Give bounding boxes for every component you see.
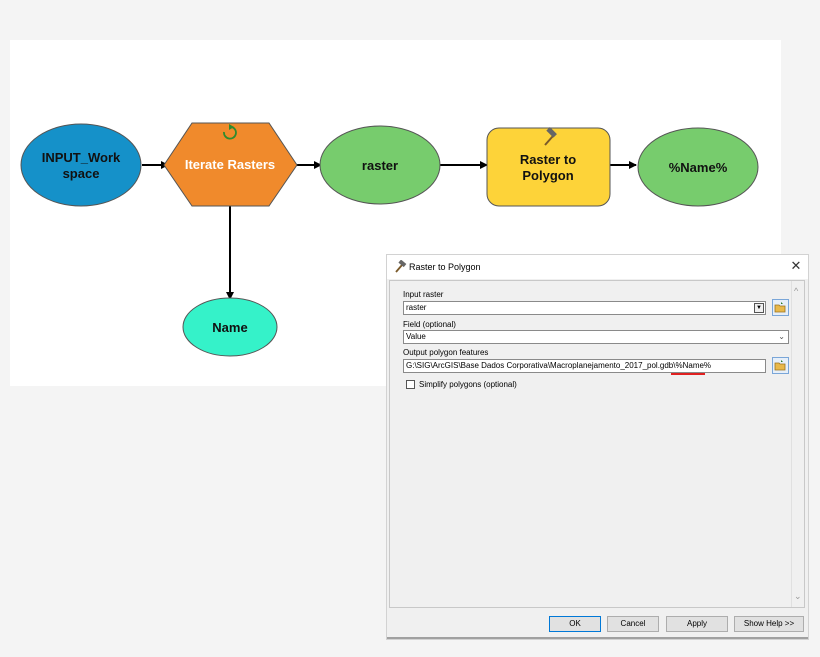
cancel-button[interactable]: Cancel (607, 616, 659, 632)
close-button[interactable]: ✕ (790, 258, 802, 273)
chevron-down-icon[interactable]: ▼ (754, 303, 764, 313)
node-name-output[interactable]: %Name% (637, 127, 759, 207)
folder-open-icon (774, 302, 786, 313)
node-name[interactable]: Name (182, 297, 278, 357)
node-iterate-rasters-label: Iterate Rasters (185, 157, 275, 172)
input-raster-select[interactable]: raster ▼ (403, 301, 766, 315)
dialog-bottom-edge (387, 637, 808, 639)
chevron-down-icon[interactable]: ⌄ (778, 332, 785, 341)
node-name-label: Name (212, 320, 247, 335)
model-diagram: INPUT_Work space Iterate Rasters raster … (20, 122, 759, 357)
node-raster-to-polygon-line1: Raster to (520, 152, 576, 167)
chevron-down-icon[interactable]: ⌄ (794, 591, 802, 601)
dialog-title: Raster to Polygon (409, 262, 481, 272)
hammer-icon (544, 127, 557, 146)
hammer-icon (395, 260, 407, 273)
apply-button[interactable]: Apply (666, 616, 728, 632)
dialog-content: Input raster raster ▼ Field (optional) V… (389, 280, 805, 608)
refresh-arrow-icon (223, 124, 237, 140)
node-raster-label: raster (362, 158, 398, 173)
field-label: Field (optional) (403, 320, 456, 329)
node-raster-to-polygon-line2: Polygon (522, 168, 573, 183)
output-features-input[interactable]: G:\SIG\ArcGIS\Base Dados Corporativa\Mac… (403, 359, 766, 373)
simplify-polygons-label: Simplify polygons (optional) (419, 380, 517, 389)
node-input-workspace[interactable]: INPUT_Work space (20, 123, 142, 207)
field-value: Value (406, 332, 426, 341)
vertical-scrollbar[interactable]: ^ ⌄ (791, 281, 804, 607)
node-raster[interactable]: raster (319, 125, 441, 205)
output-features-value: G:\SIG\ArcGIS\Base Dados Corporativa\Mac… (406, 361, 712, 370)
input-raster-browse-button[interactable] (772, 299, 789, 316)
show-help-button[interactable]: Show Help >> (734, 616, 804, 632)
node-input-workspace-line2: space (63, 166, 100, 181)
node-input-workspace-line1: INPUT_Work (42, 150, 121, 165)
simplify-polygons-checkbox[interactable] (406, 380, 415, 389)
node-iterate-rasters[interactable]: Iterate Rasters (163, 122, 298, 207)
node-name-output-label: %Name% (669, 160, 728, 175)
node-raster-to-polygon[interactable]: Raster to Polygon (486, 127, 611, 207)
input-raster-label: Input raster (403, 290, 444, 299)
output-features-browse-button[interactable] (772, 357, 789, 374)
field-select[interactable]: Value ⌄ (403, 330, 789, 344)
dialog-titlebar[interactable]: Raster to Polygon ✕ (387, 255, 808, 279)
folder-open-icon (774, 360, 786, 371)
output-features-label: Output polygon features (403, 348, 489, 357)
ok-button[interactable]: OK (549, 616, 601, 632)
name-variable-underline (671, 373, 705, 375)
raster-to-polygon-dialog: Raster to Polygon ✕ Input raster raster … (386, 254, 809, 640)
input-raster-value: raster (406, 303, 427, 312)
dialog-footer: OK Cancel Apply Show Help >> (387, 610, 808, 638)
chevron-up-icon[interactable]: ^ (794, 286, 799, 296)
